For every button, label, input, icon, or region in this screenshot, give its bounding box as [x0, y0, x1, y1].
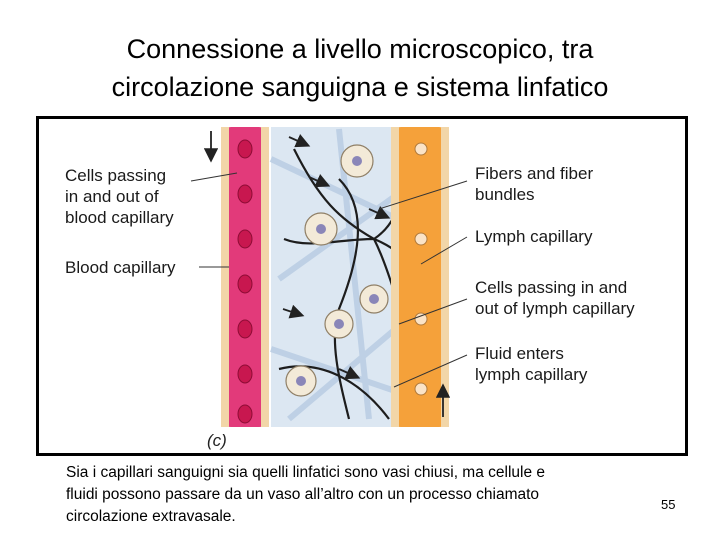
capillary-illustration	[190, 127, 468, 427]
flow-arrows	[203, 131, 451, 417]
label-cells-blood-line-1: Cells passing	[65, 166, 167, 185]
label-fibers-line-2: bundles	[475, 185, 535, 204]
label-lymph-capillary: Lymph capillary	[475, 227, 593, 246]
label-fluid-enters: Fluid enters lymph capillary	[475, 343, 587, 385]
label-cells-lymph-line-1: Cells passing in and	[475, 278, 628, 297]
label-cells-blood-line-3: blood capillary	[65, 208, 174, 227]
page-number: 55	[661, 497, 676, 512]
label-cells-blood-capillary: Cells passing in and out of blood capill…	[65, 165, 174, 228]
slide-caption: Sia i capillari sanguigni sia quelli lin…	[66, 462, 636, 528]
slide-title: Connessione a livello microscopico, tra …	[0, 30, 720, 106]
label-cells-lymph-capillary: Cells passing in and out of lymph capill…	[475, 277, 635, 319]
label-fibers: Fibers and fiber bundles	[475, 163, 593, 205]
slide-title-line-2: circolazione sanguigna e sistema linfati…	[111, 72, 609, 102]
figure-frame: Cells passing in and out of blood capill…	[36, 116, 688, 456]
label-fibers-line-1: Fibers and fiber	[475, 164, 594, 183]
lymph-cells	[414, 142, 428, 396]
caption-line-3: circolazione extravasale.	[66, 508, 236, 525]
caption-line-2: fluidi possono passare da un vaso all’al…	[66, 486, 540, 503]
label-fluid-line-2: lymph capillary	[475, 365, 588, 384]
slide-title-line-1: Connessione a livello microscopico, tra	[126, 34, 594, 64]
leader-lines	[190, 172, 468, 388]
caption-line-1: Sia i capillari sanguigni sia quelli lin…	[66, 464, 546, 481]
label-cells-lymph-line-2: out of lymph capillary	[475, 299, 635, 318]
label-fluid-line-1: Fluid enters	[475, 344, 564, 363]
lymph-capillary-vessel	[391, 127, 449, 427]
red-blood-cells	[237, 139, 253, 424]
panel-letter: (c)	[207, 431, 227, 450]
label-cells-blood-line-2: in and out of	[65, 187, 159, 206]
label-blood-capillary: Blood capillary	[65, 258, 176, 277]
